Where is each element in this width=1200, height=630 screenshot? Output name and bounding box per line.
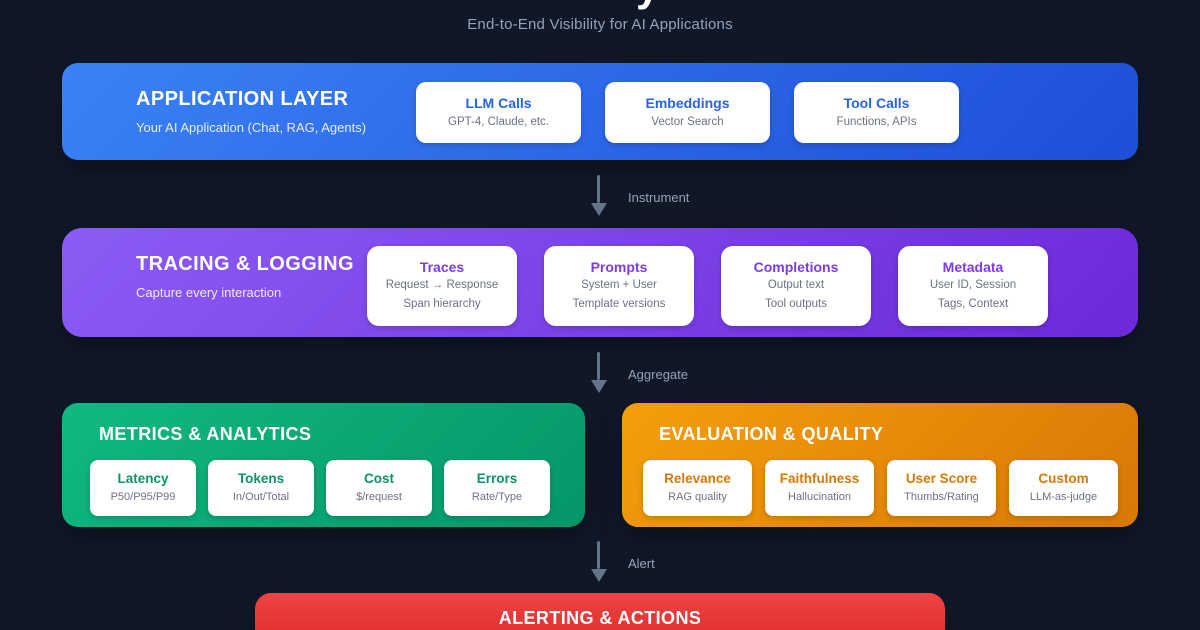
card-tool-calls: Tool Calls Functions, APIs: [794, 82, 959, 143]
card-title: Faithfulness: [779, 471, 860, 487]
card-user-score: User Score Thumbs/Rating: [887, 460, 996, 516]
arrow-shaft: [597, 175, 600, 203]
card-line: Functions, APIs: [836, 115, 917, 128]
card-line: System + User: [581, 279, 657, 292]
card-title: Tool Calls: [843, 94, 910, 111]
card-custom: Custom LLM-as-judge: [1009, 460, 1118, 516]
flow-label-instrument: Instrument: [628, 190, 690, 205]
tracing-logging-header: TRACING & LOGGING Capture every interact…: [136, 253, 354, 300]
card-completions: Completions Output text Tool outputs: [721, 246, 871, 326]
card-title: Embeddings: [645, 94, 730, 111]
arrow-shaft: [597, 352, 600, 380]
card-title: Prompts: [590, 259, 648, 276]
card-title: Latency: [117, 471, 169, 487]
card-llm-calls: LLM Calls GPT-4, Claude, etc.: [416, 82, 581, 143]
section-evaluation-quality: EVALUATION & QUALITY Relevance RAG quali…: [622, 403, 1138, 527]
card-prompts: Prompts System + User Template versions: [544, 246, 694, 326]
card-faithfulness: Faithfulness Hallucination: [765, 460, 874, 516]
metrics-cards: Latency P50/P95/P99 Tokens In/Out/Total …: [90, 460, 550, 516]
section-title: METRICS & ANALYTICS: [99, 424, 312, 444]
card-line: Tags, Context: [937, 298, 1009, 310]
card-errors: Errors Rate/Type: [444, 460, 550, 516]
card-metadata: Metadata User ID, Session Tags, Context: [898, 246, 1048, 326]
card-line: Thumbs/Rating: [904, 491, 979, 504]
card-line: Tool outputs: [764, 298, 827, 310]
card-traces: Traces Request → Response Span hierarchy: [367, 246, 517, 326]
card-line: Span hierarchy: [403, 298, 481, 310]
card-line: LLM-as-judge: [1029, 491, 1098, 504]
application-layer-header: APPLICATION LAYER Your AI Application (C…: [136, 88, 366, 135]
card-line: User ID, Session: [929, 279, 1017, 292]
card-line: Request → Response: [385, 279, 499, 292]
metrics-analytics-header: METRICS & ANALYTICS: [99, 424, 311, 445]
card-title: Completions: [753, 259, 839, 276]
arrow-head: [590, 203, 607, 216]
section-title: ALERTING & ACTIONS: [498, 608, 702, 628]
section-title: APPLICATION LAYER: [136, 88, 349, 110]
section-tracing-logging: TRACING & LOGGING Capture every interact…: [62, 228, 1138, 337]
card-relevance: Relevance RAG quality: [643, 460, 752, 516]
card-line: Vector Search: [651, 115, 724, 128]
card-line: In/Out/Total: [232, 491, 290, 504]
down-arrow-icon: [590, 352, 607, 393]
section-subtitle: Capture every interaction: [136, 285, 282, 300]
section-title: TRACING & LOGGING: [136, 253, 354, 275]
evaluation-quality-header: EVALUATION & QUALITY: [659, 424, 883, 445]
section-title: EVALUATION & QUALITY: [659, 424, 884, 444]
card-line: P50/P95/P99: [110, 491, 176, 504]
section-metrics-analytics: METRICS & ANALYTICS Latency P50/P95/P99 …: [62, 403, 585, 527]
card-title: Cost: [364, 471, 394, 487]
card-line: Rate/Type: [471, 491, 523, 504]
page-title-cropped: y: [636, 0, 659, 11]
card-title: Custom: [1038, 471, 1089, 487]
card-line: $/request: [356, 491, 402, 504]
card-cost: Cost $/request: [326, 460, 432, 516]
card-line: RAG quality: [668, 491, 727, 504]
card-title: User Score: [905, 471, 978, 487]
application-cards: LLM Calls GPT-4, Claude, etc. Embeddings…: [416, 82, 959, 143]
card-line: Output text: [767, 279, 825, 292]
card-tokens: Tokens In/Out/Total: [208, 460, 314, 516]
evaluation-cards: Relevance RAG quality Faithfulness Hallu…: [643, 460, 1118, 516]
flow-label-aggregate: Aggregate: [628, 367, 688, 382]
card-embeddings: Embeddings Vector Search: [605, 82, 770, 143]
card-latency: Latency P50/P95/P99: [90, 460, 196, 516]
card-title: Errors: [476, 471, 518, 487]
card-title: Tokens: [237, 471, 285, 487]
card-title: LLM Calls: [465, 94, 532, 111]
section-subtitle: Your AI Application (Chat, RAG, Agents): [136, 120, 367, 135]
page-subtitle: End-to-End Visibility for AI Application…: [467, 16, 733, 33]
flow-label-alert: Alert: [628, 556, 655, 571]
card-title: Traces: [419, 259, 465, 276]
down-arrow-icon: [590, 541, 607, 582]
arrow-head: [590, 569, 607, 582]
card-title: Metadata: [942, 259, 1004, 276]
arrow-shaft: [597, 541, 600, 569]
card-line: Hallucination: [788, 491, 851, 504]
section-application-layer: APPLICATION LAYER Your AI Application (C…: [62, 63, 1138, 160]
section-alerting-actions: ALERTING & ACTIONS: [255, 593, 945, 630]
card-line: GPT-4, Claude, etc.: [448, 115, 549, 128]
down-arrow-icon: [590, 175, 607, 216]
card-line: Template versions: [572, 298, 666, 310]
arrow-head: [590, 380, 607, 393]
card-title: Relevance: [664, 471, 731, 487]
tracing-cards: Traces Request → Response Span hierarchy…: [367, 246, 1048, 326]
